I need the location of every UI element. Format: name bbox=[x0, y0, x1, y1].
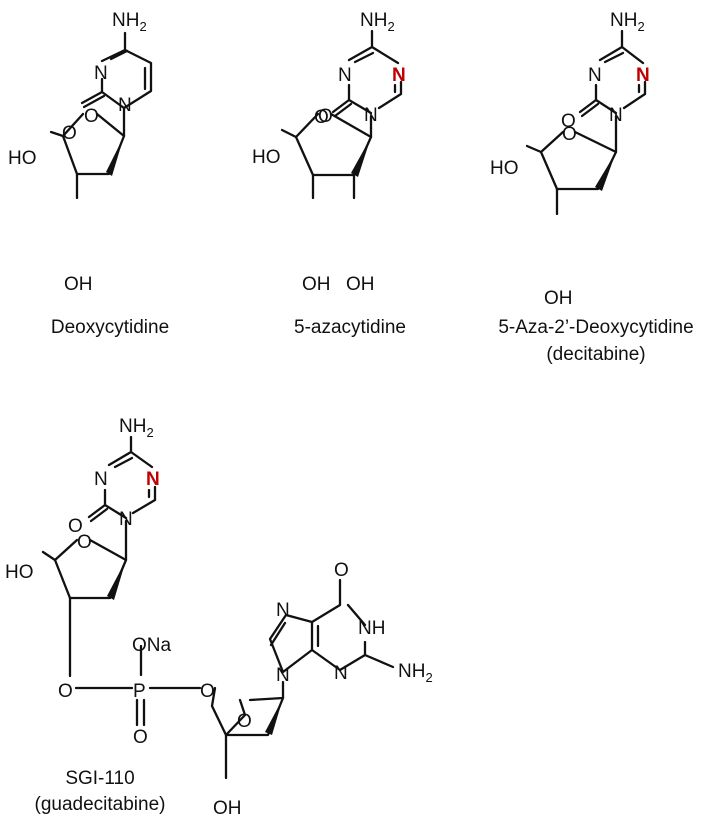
ring-nitrogen-label: N bbox=[364, 105, 378, 126]
hydroxyl-label: OH bbox=[302, 274, 331, 295]
carbonyl-oxygen-label: O bbox=[68, 516, 83, 537]
compound-caption: 5-Aza-2’-Deoxycytidine bbox=[498, 317, 693, 338]
ring-nitrogen-label: N bbox=[609, 105, 623, 126]
hydroxyl-label: OH bbox=[544, 288, 573, 309]
compound-caption: 5-azacytidine bbox=[294, 317, 406, 338]
ring-oxygen-label: O bbox=[77, 532, 92, 553]
compound-caption: SGI-110 bbox=[65, 768, 134, 789]
amine-label: NH2 bbox=[360, 10, 395, 34]
ring-oxygen-label: O bbox=[237, 711, 252, 732]
ring-oxygen-label: O bbox=[318, 106, 333, 127]
amine-label: NH2 bbox=[398, 661, 433, 685]
ring-nitrogen-label: N bbox=[94, 63, 108, 84]
aza-nitrogen-highlight: N bbox=[146, 469, 160, 490]
decitabine-structure: NH2 N N N O O HO OH 5-Aza-2’-Deoxycytidi… bbox=[490, 10, 694, 365]
hydroxyl-label: OH bbox=[346, 274, 375, 295]
carbonyl-oxygen-label: O bbox=[314, 107, 329, 128]
imidazole-nitrogen-label: N bbox=[276, 600, 290, 621]
compound-caption: (guadecitabine) bbox=[35, 794, 166, 815]
guadecitabine-structure: NH2 N N N O O HO ONa O P O O O OH N N O … bbox=[5, 416, 433, 819]
hydroxyl-label: HO bbox=[8, 148, 37, 169]
hydroxyl-label: HO bbox=[490, 158, 519, 179]
hydroxyl-label: HO bbox=[5, 562, 34, 583]
ester-oxygen-label: O bbox=[58, 681, 73, 702]
amine-label: NH2 bbox=[119, 416, 154, 440]
ester-oxygen-label: O bbox=[200, 681, 215, 702]
azacytidine-structure: NH2 N N N O O HO OH OH 5-azacytidine bbox=[252, 10, 406, 338]
carbonyl-oxygen-label: O bbox=[561, 111, 576, 132]
carbonyl-oxygen-label: O bbox=[62, 123, 77, 144]
compound-caption: (decitabine) bbox=[546, 344, 645, 365]
ring-nh-label: NH bbox=[358, 618, 385, 639]
carbonyl-oxygen-label: O bbox=[334, 560, 349, 581]
hydroxyl-label: OH bbox=[213, 798, 242, 819]
amine-label: NH2 bbox=[112, 10, 147, 34]
deoxycytidine-structure: NH2 N N O O HO OH Deoxycytidine bbox=[8, 10, 169, 338]
sodium-oxide-label: ONa bbox=[132, 635, 172, 656]
hydroxyl-label: HO bbox=[252, 147, 281, 168]
phosphoryl-oxygen-label: O bbox=[133, 727, 148, 748]
ring-nitrogen-label: N bbox=[588, 65, 602, 86]
ring-oxygen-label: O bbox=[84, 106, 99, 127]
aza-nitrogen-highlight: N bbox=[392, 65, 406, 86]
compound-caption: Deoxycytidine bbox=[51, 317, 169, 338]
ring-nitrogen-label: N bbox=[118, 95, 132, 116]
ring-nitrogen-label: N bbox=[94, 469, 108, 490]
ring-nitrogen-label: N bbox=[334, 663, 348, 684]
amine-label: NH2 bbox=[610, 10, 645, 34]
hydroxyl-label: OH bbox=[64, 274, 93, 295]
imidazole-nitrogen-label: N bbox=[276, 665, 290, 686]
ring-nitrogen-label: N bbox=[338, 65, 352, 86]
aza-nitrogen-highlight: N bbox=[636, 65, 650, 86]
phosphorus-label: P bbox=[133, 681, 146, 702]
ring-oxygen-label: O bbox=[562, 124, 577, 145]
ring-nitrogen-label: N bbox=[119, 509, 133, 530]
